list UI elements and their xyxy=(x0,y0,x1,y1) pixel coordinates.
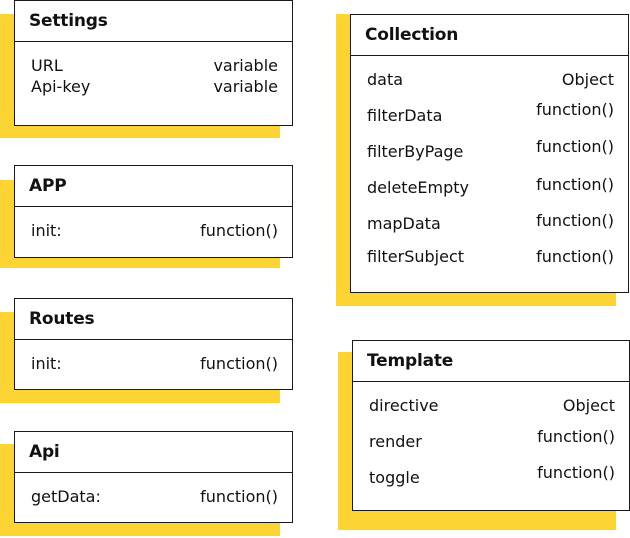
collection-row-filterbypage-key: filterByPage xyxy=(367,142,464,161)
template-box: Template directive Object render functio… xyxy=(352,340,630,511)
collection-row-mapdata-value: function() xyxy=(536,211,614,230)
app-box: APP init: function() xyxy=(14,165,293,258)
collection-row-filterdata-key: filterData xyxy=(367,106,443,125)
settings-row-apikey-key: Api-key xyxy=(31,77,91,96)
collection-divider xyxy=(351,55,628,56)
template-row-toggle-key: toggle xyxy=(369,468,420,487)
collection-row-deleteempty-value: function() xyxy=(536,175,614,194)
collection-row-filtersubject-key: filterSubject xyxy=(367,247,465,266)
template-row-directive-key: directive xyxy=(369,396,439,415)
routes-box: Routes init: function() xyxy=(14,298,293,390)
collection-title: Collection xyxy=(365,25,459,45)
routes-divider xyxy=(15,339,292,340)
template-row-toggle-value: function() xyxy=(537,463,615,482)
collection-row-filtersubject-value: function() xyxy=(536,247,614,266)
api-row-getdata-value: function() xyxy=(200,487,278,506)
template-divider xyxy=(353,381,629,382)
routes-title: Routes xyxy=(29,309,95,329)
api-divider xyxy=(15,472,292,473)
collection-row-filterbypage-value: function() xyxy=(536,137,614,156)
api-row-getdata-key: getData: xyxy=(31,487,101,506)
settings-row-apikey-value: variable xyxy=(213,77,278,96)
collection-row-deleteempty-key: deleteEmpty xyxy=(367,178,469,197)
template-row-render-value: function() xyxy=(537,427,615,446)
template-row-directive-value: Object xyxy=(562,396,615,415)
template-row-render-key: render xyxy=(369,432,422,451)
api-title: Api xyxy=(29,442,60,462)
collection-row-data-value: Object xyxy=(561,70,614,89)
app-title: APP xyxy=(29,176,67,196)
routes-row-init-value: function() xyxy=(200,354,278,373)
app-row-init-value: function() xyxy=(200,221,278,240)
api-box: Api getData: function() xyxy=(14,431,293,523)
settings-title: Settings xyxy=(29,11,108,31)
collection-row-mapdata-key: mapData xyxy=(367,214,441,233)
collection-row-filterdata-value: function() xyxy=(536,100,614,119)
template-title: Template xyxy=(367,351,454,371)
collection-box: Collection data Object filterData functi… xyxy=(350,14,629,293)
settings-box: Settings URL variable Api-key variable xyxy=(14,0,293,126)
settings-divider xyxy=(15,41,292,42)
settings-row-url-value: variable xyxy=(213,56,278,75)
app-divider xyxy=(15,206,292,207)
routes-row-init-key: init: xyxy=(31,354,62,373)
app-row-init-key: init: xyxy=(31,221,62,240)
collection-row-data-key: data xyxy=(367,70,404,89)
settings-row-url-key: URL xyxy=(31,56,63,75)
